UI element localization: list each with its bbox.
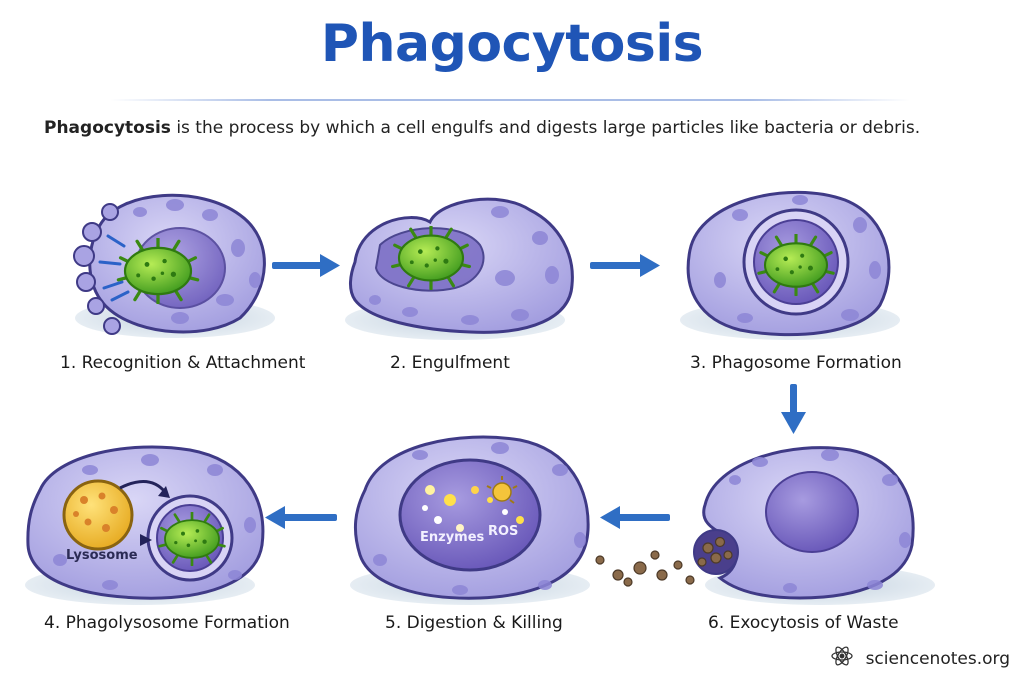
arrow-5-to-4 [265,506,337,529]
waste-particles [595,550,695,587]
ros-label: ROS [488,524,519,539]
lysosome-label: Lysosome [66,548,138,563]
step-5-label: 5. Digestion & Killing [385,613,563,633]
stage-2-cell [345,197,574,340]
stage-1-cell [73,193,275,338]
subtitle-rest: is the process by which a cell engulfs a… [170,118,921,138]
brand-watermark: sciencenotes.org [841,649,1010,669]
stage-3-cell [680,190,900,340]
arrow-1-to-2 [272,254,340,277]
arrow-3-to-6 [781,384,806,434]
enzymes-label: Enzymes [420,530,485,545]
step-3-label: 3. Phagosome Formation [690,353,902,373]
atom-icon [831,646,853,666]
arrow-6-to-5 [600,506,670,529]
arrow-2-to-3 [590,254,660,277]
page-title: Phagocytosis [320,14,704,74]
stage-5-cell [350,435,590,605]
stage-4-cell [25,445,265,605]
step-1-label: 1. Recognition & Attachment [60,353,306,373]
step-6-label: 6. Exocytosis of Waste [708,613,899,633]
step-2-label: 2. Engulfment [390,353,510,373]
page-subtitle: Phagocytosis is the process by which a c… [44,118,1004,138]
stage-6-cell [595,446,935,605]
subtitle-lead: Phagocytosis [44,118,171,138]
title-divider [110,99,910,101]
brand-text: sciencenotes.org [865,649,1010,669]
step-4-label: 4. Phagolysosome Formation [44,613,290,633]
